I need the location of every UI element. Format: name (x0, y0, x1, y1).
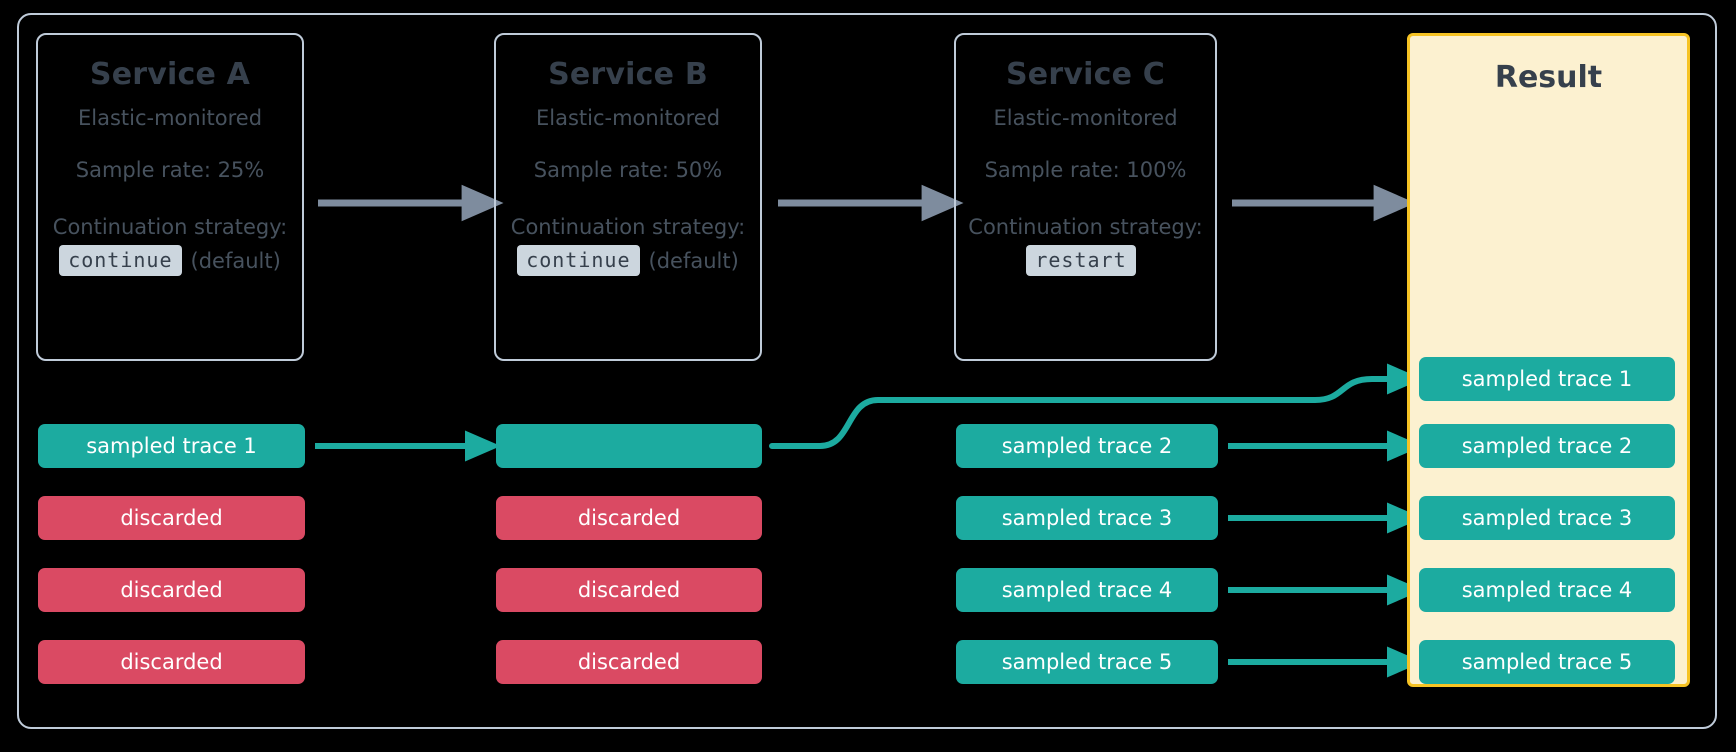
trace-bar-b-4[interactable]: discarded (496, 640, 762, 684)
service-a-strategy-label: Continuation strategy: (52, 215, 288, 239)
trace-bar-a-1[interactable]: sampled trace 1 (38, 424, 305, 468)
result-trace-bar-3[interactable]: sampled trace 3 (1419, 496, 1675, 540)
arrow-trace1-b-to-result (769, 363, 1423, 449)
service-a-sample-rate: Sample rate: 25% (75, 158, 265, 182)
service-b-strategy-value: continue (default) (517, 245, 739, 276)
result-trace-bar-5[interactable]: sampled trace 5 (1419, 640, 1675, 684)
service-b-sample-rate: Sample rate: 50% (533, 158, 723, 182)
service-c-subtitle: Elastic-monitored (993, 106, 1178, 130)
service-card-service-a[interactable]: Service A Elastic-monitored Sample rate:… (36, 33, 304, 361)
result-trace-bar-2[interactable]: sampled trace 2 (1419, 424, 1675, 468)
result-trace-bar-1[interactable]: sampled trace 1 (1419, 357, 1675, 401)
service-c-strategy-value: restart (1026, 245, 1144, 276)
service-a-strategy-value: continue (default) (59, 245, 281, 276)
trace-bar-b-3[interactable]: discarded (496, 568, 762, 612)
service-c-sample-rate: Sample rate: 100% (984, 158, 1187, 182)
trace-bar-a-2[interactable]: discarded (38, 496, 305, 540)
trace-bar-c-2[interactable]: sampled trace 3 (956, 496, 1218, 540)
trace-bar-b-1[interactable] (496, 424, 762, 468)
result-title: Result (1494, 60, 1603, 95)
service-c-strategy-code: restart (1026, 245, 1136, 276)
service-card-service-b[interactable]: Service B Elastic-monitored Sample rate:… (494, 33, 762, 361)
trace-bar-c-4[interactable]: sampled trace 5 (956, 640, 1218, 684)
service-b-strategy-note: (default) (648, 248, 739, 273)
service-b-subtitle: Elastic-monitored (535, 106, 721, 130)
service-b-title: Service B (548, 57, 708, 92)
trace-bar-a-4[interactable]: discarded (38, 640, 305, 684)
service-b-strategy-code: continue (517, 245, 640, 276)
trace-bar-c-3[interactable]: sampled trace 4 (956, 568, 1218, 612)
trace-flow-arrows (315, 363, 1423, 678)
service-a-strategy-code: continue (59, 245, 182, 276)
service-c-strategy-label: Continuation strategy: (968, 215, 1203, 239)
trace-bar-b-2[interactable]: discarded (496, 496, 762, 540)
trace-bar-a-3[interactable]: discarded (38, 568, 305, 612)
trace-bar-c-1[interactable]: sampled trace 2 (956, 424, 1218, 468)
result-trace-bar-4[interactable]: sampled trace 4 (1419, 568, 1675, 612)
service-a-subtitle: Elastic-monitored (77, 106, 263, 130)
service-a-strategy-note: (default) (190, 248, 281, 273)
service-c-title: Service C (1006, 57, 1165, 92)
service-card-service-c[interactable]: Service C Elastic-monitored Sample rate:… (954, 33, 1217, 361)
service-a-title: Service A (89, 57, 251, 92)
service-b-strategy-label: Continuation strategy: (510, 215, 746, 239)
